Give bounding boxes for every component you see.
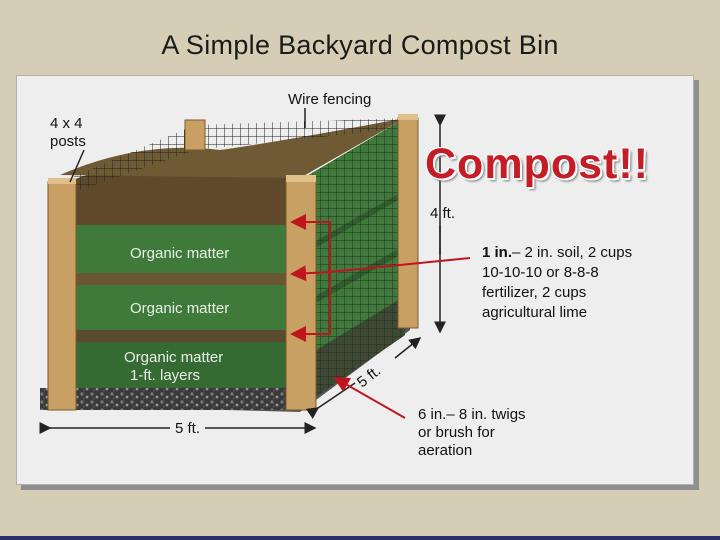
twigs-note-line2: or brush for: [418, 424, 526, 442]
wire-fencing-label: Wire fencing: [288, 91, 371, 108]
twigs-note-line3: aeration: [418, 442, 526, 460]
soil-note-line1: 1 in.– 2 in. soil, 2 cups: [482, 243, 632, 263]
bottom-bar: [0, 536, 720, 540]
height-label: 4 ft.: [430, 205, 455, 222]
soil-note-rest: – 2 in. soil, 2 cups: [512, 244, 632, 261]
posts-label-line1: 4 x 4: [50, 115, 83, 132]
organic-matter-label-2: Organic matter: [130, 300, 229, 317]
layers-label: 1-ft. layers: [130, 367, 200, 384]
soil-note-bold: 1 in.: [482, 244, 512, 261]
twigs-note-line1: 6 in.– 8 in. twigs: [418, 406, 526, 424]
soil-note-line3: fertilizer, 2 cups: [482, 283, 632, 303]
soil-note-line2: 10-10-10 or 8-8-8: [482, 263, 632, 283]
width-label: 5 ft.: [175, 420, 200, 437]
compost-overlay-title: Compost!!: [425, 140, 649, 189]
soil-note-line4: agricultural lime: [482, 303, 632, 323]
organic-matter-label-1: Organic matter: [130, 245, 229, 262]
posts-label-line2: posts: [50, 133, 86, 150]
twigs-note: 6 in.– 8 in. twigs or brush for aeration: [418, 406, 526, 460]
organic-matter-label-3: Organic matter: [124, 349, 223, 366]
soil-note: 1 in.– 2 in. soil, 2 cups 10-10-10 or 8-…: [482, 243, 632, 323]
